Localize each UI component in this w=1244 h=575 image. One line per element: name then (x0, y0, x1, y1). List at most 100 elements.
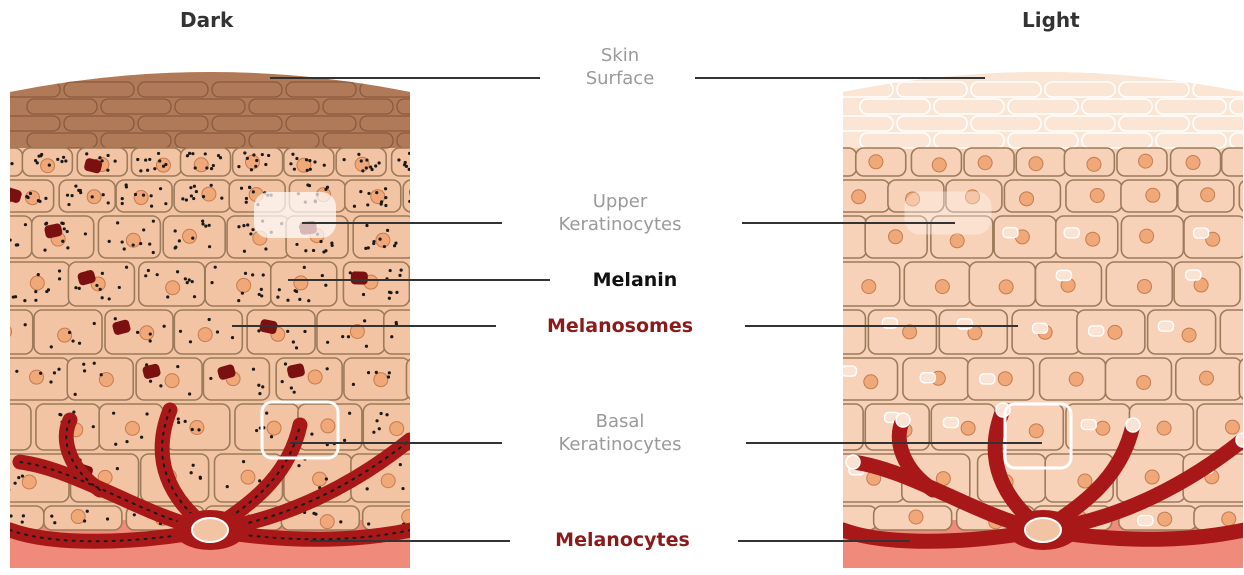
melanin-dot (419, 159, 422, 162)
melanin-dot (70, 194, 73, 197)
melanin-dot (498, 155, 501, 158)
melanin-dot (44, 222, 47, 225)
melanin-dot (140, 436, 143, 439)
melanin-dot (121, 202, 124, 205)
melanin-dot (144, 158, 147, 161)
melanin-dot (309, 168, 312, 171)
melanin-dot (293, 391, 296, 394)
melanin-dot (163, 325, 166, 328)
label-upper-keratinocytes: Upper Keratinocytes (520, 190, 720, 236)
melanin-dot (460, 251, 463, 254)
melanin-dot (580, 370, 583, 373)
melanosome (421, 269, 440, 285)
cell-nucleus (22, 475, 36, 489)
light-skin-section (797, 40, 1244, 571)
melanin-dot (66, 230, 69, 233)
cell-nucleus (1157, 421, 1171, 435)
melanin-dot (431, 234, 434, 237)
melanin-dot (457, 152, 460, 155)
keratinocyte-cell (490, 148, 540, 176)
melanin-dot (367, 371, 370, 374)
cell-nucleus (502, 230, 516, 244)
melanin-dot (284, 362, 287, 365)
melanin-dot (174, 246, 177, 249)
melanin-dot (439, 246, 442, 249)
melanin-dot (108, 297, 111, 300)
cell-nucleus (1137, 279, 1151, 293)
melanin-dot (503, 347, 506, 350)
melanin-dot (295, 157, 298, 160)
melanin-dot (74, 286, 77, 289)
melanin-dot (166, 295, 169, 298)
light-melanosome (1194, 228, 1209, 238)
cell-nucleus (864, 375, 878, 389)
melanin-dot (7, 488, 10, 491)
melanin-dot (378, 238, 381, 241)
melanin-dot (432, 161, 435, 164)
melanin-dot (195, 190, 198, 193)
melanin-dot (430, 272, 433, 275)
melanin-dot (38, 200, 41, 203)
melanin-dot (312, 249, 315, 252)
keratinocyte-cell (1148, 310, 1216, 354)
melanin-dot (581, 513, 584, 516)
cell-nucleus (125, 421, 139, 435)
label-melanocytes: Melanocytes (515, 529, 730, 552)
melanin-dot (44, 197, 47, 200)
melanin-dot (208, 245, 211, 248)
cell-nucleus (509, 155, 523, 169)
cell-nucleus (869, 155, 883, 169)
melanin-dot (439, 197, 442, 200)
melanin-dot (34, 290, 37, 293)
melanocyte-nucleus (1025, 518, 1061, 542)
melanin-dot (388, 291, 391, 294)
melanin-dot (60, 222, 63, 225)
melanin-dot (36, 161, 39, 164)
melanin-dot (216, 330, 219, 333)
melanin-dot (262, 273, 265, 276)
melanin-dot (264, 163, 267, 166)
melanin-dot (460, 155, 463, 158)
melanin-dot (93, 362, 96, 365)
melanin-dot (192, 464, 195, 467)
melanin-dot (258, 392, 261, 395)
cell-nucleus (1086, 232, 1100, 246)
light-melanosome (1081, 420, 1096, 430)
melanin-dot (489, 282, 492, 285)
cell-nucleus (491, 326, 505, 340)
melanin-dot (417, 376, 420, 379)
melanin-dot (374, 164, 377, 167)
melanin-dot (514, 235, 517, 238)
cell-nucleus (87, 190, 101, 204)
keratinocyte-cell (0, 404, 31, 450)
melanin-dot (383, 245, 386, 248)
melanin-dot (188, 152, 191, 155)
melanin-dot (293, 168, 296, 171)
label-basal-line2: Keratinocytes (520, 433, 720, 456)
melanin-dot (50, 515, 53, 518)
melanin-dot (357, 153, 360, 156)
melanin-dot (458, 274, 461, 277)
melanin-dot (99, 288, 102, 291)
melanin-dot (324, 284, 327, 287)
melanin-dot (205, 166, 208, 169)
melanin-dot (118, 286, 121, 289)
melanin-dot (367, 246, 370, 249)
melanin-dot (412, 195, 415, 198)
label-skin-surface: Skin Surface (545, 44, 695, 90)
melanin-dot (21, 474, 24, 477)
melanin-dot (159, 187, 162, 190)
melanin-dot (193, 295, 196, 298)
melanin-dot (398, 274, 401, 277)
melanin-dot (237, 165, 240, 168)
cell-nucleus (822, 327, 836, 341)
cell-nucleus (1158, 512, 1172, 526)
cell-nucleus (1139, 154, 1153, 168)
melanin-dot (149, 380, 152, 383)
melanin-dot (13, 482, 16, 485)
light-melanosome (1158, 321, 1173, 331)
melanin-dot (308, 159, 311, 162)
melanin-dot (152, 251, 155, 254)
melanin-dot (49, 380, 52, 383)
light-melanosome (842, 366, 857, 376)
